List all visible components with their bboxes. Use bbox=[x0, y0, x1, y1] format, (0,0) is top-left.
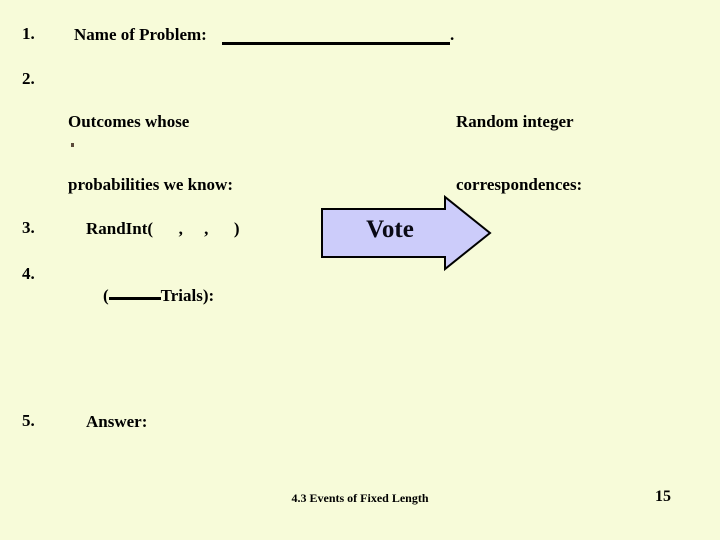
answer-label: Answer: bbox=[86, 412, 148, 431]
list-number-1: 1. bbox=[22, 24, 35, 43]
trials-expression: ( Trials): bbox=[86, 264, 214, 327]
random-integer-label-line2: correspondences: bbox=[456, 175, 583, 194]
list-number-5: 5. bbox=[22, 411, 35, 430]
problem-name-label: Name of Problem: bbox=[74, 25, 207, 44]
problem-name-blank-line bbox=[222, 42, 450, 45]
page-number: 15 bbox=[655, 488, 671, 505]
trials-prefix: ( bbox=[103, 286, 109, 305]
list-number-2: 2. bbox=[22, 69, 35, 88]
footer-section-title: 4.3 Events of Fixed Length bbox=[291, 491, 429, 505]
vote-arrow-shape bbox=[320, 194, 492, 272]
stray-ink-mark bbox=[71, 143, 74, 147]
outcomes-label: Outcomes whose probabilities we know: bbox=[68, 69, 233, 237]
outcomes-label-line1: Outcomes whose bbox=[68, 112, 190, 131]
vote-arrow-label: Vote bbox=[366, 216, 414, 243]
random-integer-label-line1: Random integer bbox=[456, 112, 574, 131]
problem-name-period: . bbox=[450, 25, 455, 44]
outcomes-label-line2: probabilities we know: bbox=[68, 175, 233, 194]
random-integer-label: Random integer correspondences: bbox=[456, 69, 582, 237]
trials-suffix: Trials): bbox=[160, 286, 215, 305]
list-number-3: 3. bbox=[22, 218, 35, 237]
trials-blank-line bbox=[108, 297, 161, 300]
randint-expression: RandInt( , , ) bbox=[86, 219, 240, 238]
list-number-4: 4. bbox=[22, 264, 35, 283]
